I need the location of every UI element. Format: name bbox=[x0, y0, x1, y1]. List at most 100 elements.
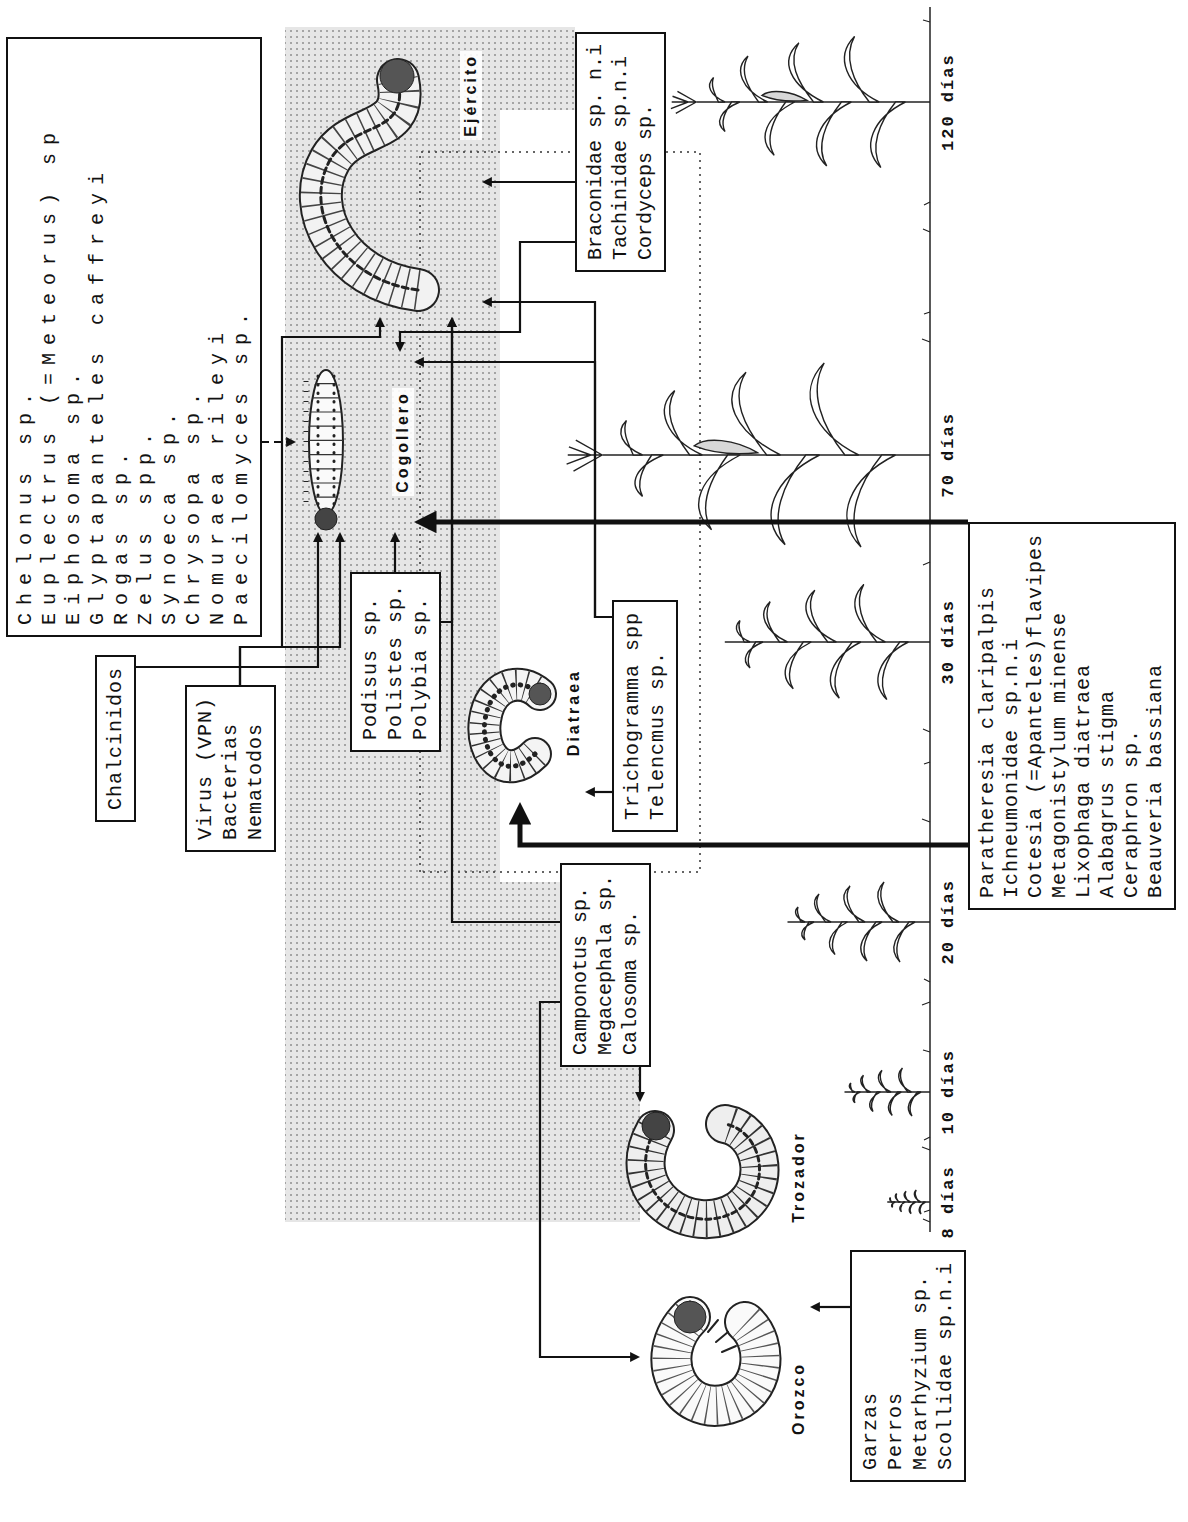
predator-box: Camponotus sp.Megacephala sp.Calosoma sp… bbox=[560, 863, 651, 1067]
connector-arrow bbox=[394, 541, 396, 572]
egg-parasitoid-box: Trichogramma sppTelencmus sp. bbox=[612, 600, 678, 832]
species-name: Cotesia (=Apanteles)flavipes bbox=[1024, 534, 1048, 898]
connector-arrow bbox=[639, 1067, 641, 1093]
day-label: 120 días bbox=[938, 51, 960, 153]
larva-head bbox=[642, 1112, 670, 1140]
connector-arrow bbox=[452, 326, 560, 922]
maize-tassel bbox=[671, 91, 696, 113]
larva-stripe bbox=[321, 80, 418, 290]
maize-plants bbox=[567, 36, 930, 1214]
label-holder: 70 días bbox=[938, 410, 960, 499]
maize-plant bbox=[845, 1068, 931, 1116]
maize-plant bbox=[887, 1190, 930, 1214]
pest-larva: Ejército bbox=[292, 47, 482, 317]
species-name: Garzas bbox=[858, 1262, 883, 1470]
species-name: Cordyceps sp. bbox=[633, 44, 658, 260]
species-name: Eiphosoma sp. bbox=[62, 49, 86, 625]
species-name: Podisus sp. bbox=[358, 584, 383, 740]
pathogen-box: Virus (VPN)BacteriasNematodos bbox=[185, 685, 276, 852]
species-name: Paratheresia claripalpis bbox=[976, 534, 1000, 898]
larva-spots bbox=[317, 376, 320, 504]
species-name: Tachinidae sp.n.i bbox=[608, 44, 633, 260]
species-name: Perros bbox=[883, 1262, 908, 1470]
connector-arrow bbox=[594, 791, 612, 793]
connector-arrow bbox=[491, 181, 575, 183]
pest-name: Trozador bbox=[788, 1128, 810, 1226]
day-label: 8 días bbox=[938, 1163, 960, 1240]
connector-arrow bbox=[491, 302, 612, 617]
species-name: Chrysopa sp. bbox=[182, 49, 206, 625]
species-name: Bacterias bbox=[218, 697, 243, 840]
larva-setae bbox=[304, 377, 309, 502]
maize-tassel bbox=[567, 440, 603, 471]
larva-segments bbox=[321, 80, 418, 290]
species-name: Virus (VPN) bbox=[193, 697, 218, 840]
grub-head bbox=[674, 1301, 706, 1333]
species-name: Synoeca sp. bbox=[158, 49, 182, 625]
larva-head bbox=[315, 508, 337, 530]
species-name: Glyptapanteles caffreyi bbox=[86, 49, 110, 625]
species-name: Polybia sp. bbox=[408, 584, 433, 740]
parasitoid-box: Chalcinidos bbox=[95, 655, 136, 822]
armyworm-larva bbox=[321, 59, 418, 290]
predator-box: GarzasPerrosMetarhyzium sp.Scollidae sp.… bbox=[850, 1250, 966, 1482]
maize-plant bbox=[725, 584, 930, 699]
maize-plant bbox=[788, 882, 931, 962]
pest-larva: Cogollero bbox=[296, 352, 414, 532]
species-name: Calosoma sp. bbox=[618, 875, 643, 1055]
cutworm-larva bbox=[642, 1112, 759, 1219]
white-grub bbox=[671, 1301, 760, 1406]
species-name: Rogas sp. bbox=[110, 49, 134, 625]
species-name: Chalcinidos bbox=[103, 667, 128, 810]
larva-segments bbox=[309, 370, 343, 512]
predator-box: Podisus sp.Polistes sp.Polybia sp. bbox=[350, 572, 441, 752]
connector-arrow bbox=[819, 1306, 850, 1308]
day-label: 70 días bbox=[938, 410, 960, 499]
larva-outline bbox=[321, 80, 418, 290]
stalk-borer-larva bbox=[484, 683, 551, 766]
label-holder: 20 días bbox=[938, 877, 960, 966]
species-name: Polistes sp. bbox=[383, 584, 408, 740]
larva-body bbox=[321, 80, 418, 290]
species-name: Zelus spp. bbox=[134, 49, 158, 625]
day-label: 30 días bbox=[938, 597, 960, 686]
connector-arrow bbox=[520, 822, 968, 845]
stippled-zone bbox=[285, 27, 640, 1222]
species-name: Euplectrus (=Meteorus) sp bbox=[38, 49, 62, 625]
maize-ear bbox=[762, 92, 807, 101]
connector-arrow bbox=[400, 242, 575, 343]
connector-arrow bbox=[441, 326, 452, 622]
connector-arrow bbox=[262, 441, 287, 443]
pest-name: Ejército bbox=[460, 51, 482, 140]
pest-larva: Orozco bbox=[640, 1272, 810, 1442]
pest-name: Diatraea bbox=[563, 666, 585, 759]
larva-body bbox=[309, 370, 343, 514]
natural-enemy-box: Chelonus sp.Euplectrus (=Meteorus) spEip… bbox=[6, 37, 262, 637]
fall-armyworm-larva bbox=[306, 370, 343, 530]
label-holder: 30 días bbox=[938, 597, 960, 686]
connector-arrow bbox=[434, 520, 968, 525]
species-name: Lixophaga diatraea bbox=[1072, 534, 1096, 898]
species-name: Camponotus sp. bbox=[568, 875, 593, 1055]
species-name: Chelonus sp. bbox=[14, 49, 38, 625]
pest-name: Orozco bbox=[788, 1359, 810, 1438]
species-name: Ichneumonidae sp.n.i bbox=[1000, 534, 1024, 898]
species-name: Telencmus sp. bbox=[645, 612, 670, 820]
larva-spots bbox=[333, 376, 336, 504]
maize-ear bbox=[694, 440, 757, 453]
maize-plant bbox=[696, 36, 930, 167]
larva-head bbox=[529, 683, 551, 705]
pest-name: Cogollero bbox=[392, 388, 414, 496]
day-label: 10 días bbox=[938, 1047, 960, 1136]
species-name: Megacephala sp. bbox=[593, 875, 618, 1055]
label-holder: 8 días bbox=[938, 1163, 960, 1240]
label-holder: 120 días bbox=[938, 51, 960, 153]
stippled-band bbox=[500, 27, 575, 110]
pest-larva: Diatraea bbox=[460, 662, 585, 802]
species-name: Trichogramma spp bbox=[620, 612, 645, 820]
species-name: Metagonistylum minense bbox=[1048, 534, 1072, 898]
species-name: Metarhyzium sp. bbox=[908, 1262, 933, 1470]
grub-legs bbox=[708, 1320, 736, 1352]
species-name: Beauveria bassiana bbox=[1144, 534, 1168, 898]
